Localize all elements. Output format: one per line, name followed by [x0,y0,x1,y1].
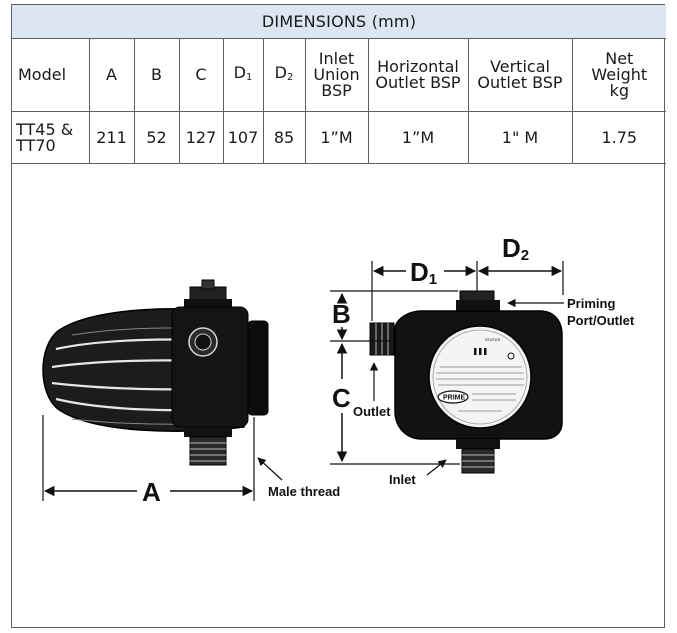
dimension-a: A [42,415,255,507]
label-d1: D1 [410,257,437,288]
male-thread-callout: Male thread [257,457,340,499]
dimension-c: C [330,342,460,465]
header-inlet-union: Inlet Union BSP [304,38,369,112]
header-b: B [133,38,180,112]
header-a: A [88,38,135,112]
header-vertical-outlet: Vertical Outlet BSP [467,38,573,112]
cell-inlet: 1”M [304,111,369,164]
dimension-d1: D1 [371,257,478,321]
header-d2: D2 [262,38,306,112]
priming-label-line2: Port/Outlet [567,313,635,328]
label-b: B [332,299,351,329]
cell-c: 127 [178,111,224,164]
inlet-label: Inlet [389,472,416,487]
dimensions-table: DIMENSIONS (mm) Model A B C D1 D2 Inlet … [12,5,667,164]
panel-status-text: STATUS [485,337,501,342]
header-net-weight: Net Weight kg [571,38,667,112]
outlet-label: Outlet [353,404,391,419]
priming-label-line1: Priming [567,296,615,311]
header-d1: D1 [222,38,264,112]
cell-weight: 1.75 [571,111,667,164]
dimension-sheet: DIMENSIONS (mm) Model A B C D1 D2 Inlet … [11,4,667,628]
panel-brand-text: PRIME [443,395,466,402]
pump-front-view: STATUS PRIME [369,290,563,474]
male-thread-label: Male thread [268,484,340,499]
pump-side-view [42,279,269,466]
cell-b: 52 [133,111,180,164]
label-a: A [142,477,161,507]
table-row: TT45 & TT70 211 52 127 107 85 1”M 1”M 1"… [12,111,667,164]
label-c: C [332,383,351,413]
cell-a: 211 [88,111,135,164]
priming-port-callout: Priming Port/Outlet [507,296,635,328]
outlet-callout: Outlet [353,362,391,419]
inlet-callout: Inlet [389,459,447,487]
dimension-b: B [330,290,458,342]
cell-vertical: 1" M [467,111,573,164]
cell-d2: 85 [262,111,306,164]
header-c: C [178,38,224,112]
cell-d1: 107 [222,111,264,164]
header-model: Model [12,38,90,112]
cell-horizontal: 1”M [367,111,469,164]
dimension-d2: D2 [477,233,564,295]
label-d2: D2 [502,233,529,264]
table-title: DIMENSIONS (mm) [12,5,667,39]
header-horizontal-outlet: Horizontal Outlet BSP [367,38,469,112]
cell-model: TT45 & TT70 [12,111,90,164]
